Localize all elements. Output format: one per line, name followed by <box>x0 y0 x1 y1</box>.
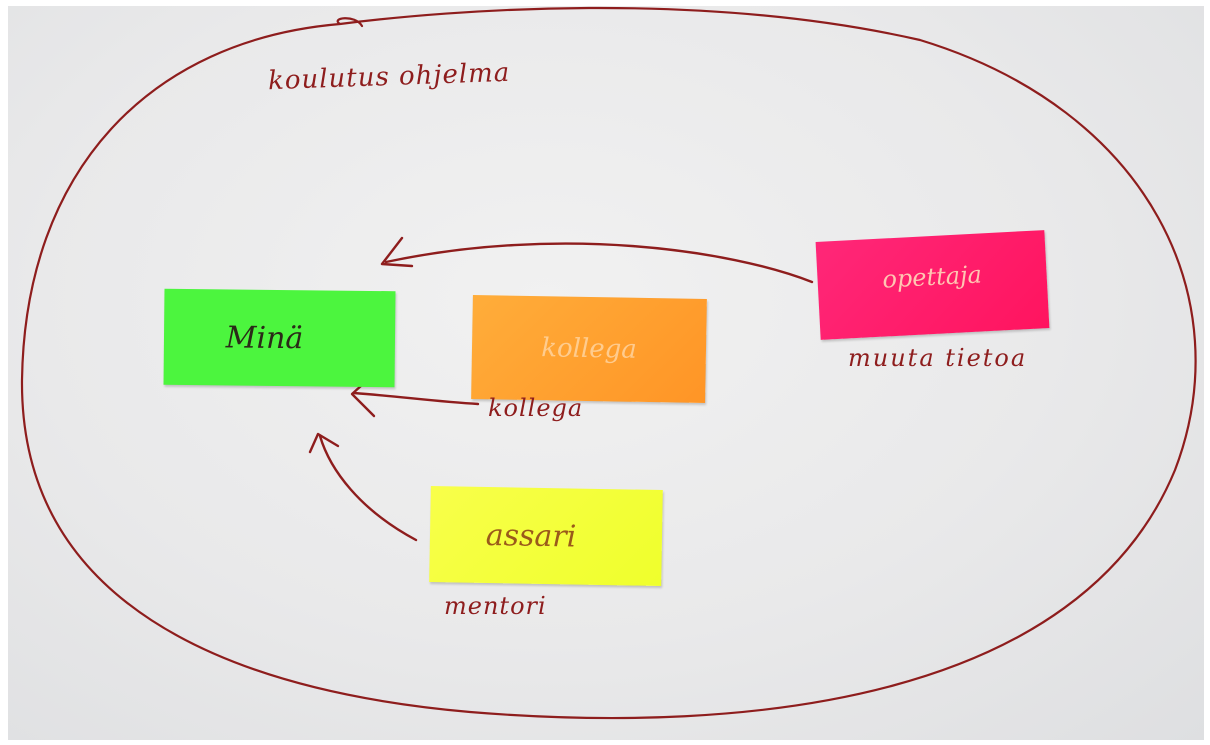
sticky-note-opettaja-text: opettaja <box>881 260 983 294</box>
arrow-assari-head <box>308 432 340 454</box>
sticky-note-kollega-text: kollega <box>540 333 638 365</box>
arrow-kollega-head <box>350 383 376 418</box>
arrow-assari-to-mina <box>318 434 418 542</box>
arrow-kollega-to-mina <box>352 391 480 406</box>
arrow-opettaja-head <box>380 236 414 268</box>
sticky-note-assari-text: assari <box>485 517 577 555</box>
sticky-note-mina: Minä <box>163 288 396 388</box>
sticky-note-mina-text: Minä <box>225 319 304 356</box>
label-mentori: mentori <box>444 592 547 620</box>
outer-loop <box>20 6 1197 720</box>
label-kollega: kollega <box>488 394 584 422</box>
label-muuta-tietoa: muuta tietoa <box>848 344 1028 372</box>
sticky-note-opettaja: opettaja <box>815 230 1050 340</box>
sticky-note-assari: assari <box>429 485 663 587</box>
sticky-note-kollega: kollega <box>471 294 707 404</box>
arrow-opettaja-to-mina <box>384 242 814 284</box>
